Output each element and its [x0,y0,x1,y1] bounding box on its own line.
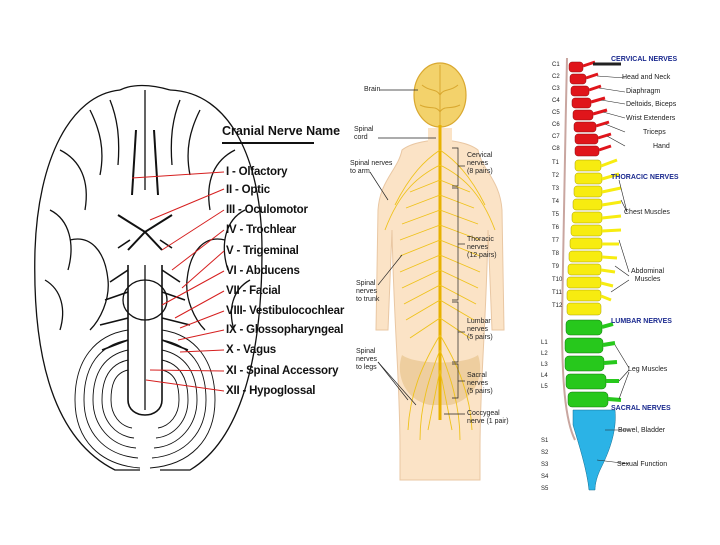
cranial-nerve-label: VIII- Vestibulocochlear [226,305,345,317]
function-leg: Leg Muscles [628,366,668,373]
heading-thoracic: THORACIC NERVES [611,174,679,181]
vertebra-level-t9: T9 [552,264,560,270]
label-brain: Brain [364,86,381,93]
function-deltoids: Deltoids, Biceps [626,101,677,108]
cranial-nerve-label: XII - Hypoglossal [226,385,316,397]
cranial-nerve-label: IV - Trochlear [226,224,297,236]
vertebra-level-t2: T2 [552,173,560,179]
function-triceps: Triceps [643,129,666,136]
label-sacral-nerves: Sacral nerves (5 pairs) [467,372,493,395]
label-spinal-nerves-legs: Spinal nerves to legs [356,348,378,371]
human-back-illustration [369,62,505,481]
label-coccygeal-nerve: Coccygeal nerve (1 pair) [467,410,509,425]
function-chest: Chest Muscles [624,209,670,216]
function-hand: Hand [653,143,670,150]
function-sexual: Sexual Function [617,461,668,468]
cranial-nerve-label: VI - Abducens [226,265,300,277]
vertebra-level-s4: S4 [541,474,549,480]
cranial-nerve-label: VII - Facial [226,285,281,297]
vertebra-level-c5: C5 [552,110,560,116]
label-spinal-cord: Spinal cord [354,126,374,141]
vertebra-level-l3: L3 [541,362,548,368]
vertebra-level-c1: C1 [552,62,560,68]
vertebra-level-c2: C2 [552,74,560,80]
function-diaphragm: Diaphragm [626,88,661,95]
cranial-nerve-label: XI - Spinal Accessory [226,365,339,377]
vertebra-level-c4: C4 [552,98,560,104]
vertebra-level-c7: C7 [552,134,560,140]
vertebra-level-t6: T6 [552,225,560,231]
body-nervous-system-panel: Brain Spinal cord Spinal nerves to arm S… [340,0,540,540]
cranial-nerve-label: I - Olfactory [226,166,288,178]
heading-sacral: SACRAL NERVES [611,405,671,412]
vertebra-level-t10: T10 [552,277,563,283]
label-spinal-nerves-arm: Spinal nerves to arm [350,160,393,175]
vertebra-level-t7: T7 [552,238,560,244]
vertebra-level-s3: S3 [541,462,549,468]
vertebra-level-s5: S5 [541,486,549,492]
cranial-nerve-label: X - Vagus [226,344,276,356]
vertebra-level-l5: L5 [541,384,548,390]
title-underline [222,142,314,144]
cranial-nerve-label: V - Trigeminal [226,245,299,257]
brain-diagram-panel: Cranial Nerve Name I - Olfactory II - Op… [0,0,350,540]
vertebra-level-t1: T1 [552,160,560,166]
heading-lumbar: LUMBAR NERVES [611,318,672,325]
vertebra-level-c8: C8 [552,146,560,152]
function-abdominal: Abdominal Muscles [631,268,665,283]
label-thoracic-nerves: Thoracic nerves (12 pairs) [467,236,497,259]
function-wrist: Wrist Extenders [626,115,676,122]
vertebra-level-t8: T8 [552,251,560,257]
cranial-nerve-label: II - Optic [226,184,271,196]
function-head-neck: Head and Neck [622,74,671,81]
cranial-nerve-label: IX - Glossopharyngeal [226,324,344,336]
vertebra-level-t4: T4 [552,199,560,205]
vertebra-level-t5: T5 [552,212,560,218]
colored-spine-illustration [560,57,631,491]
vertebra-level-t11: T11 [552,290,562,296]
cranial-nerve-title: Cranial Nerve Name [222,124,341,138]
cranial-nerve-label: III - Oculomotor [226,204,308,216]
label-cervical-nerves: Cervical nerves (8 pairs) [467,152,493,175]
vertebra-level-t12: T12 [552,303,563,309]
heading-cervical: CERVICAL NERVES [611,56,678,63]
vertebra-level-t3: T3 [552,186,560,192]
vertebra-level-l4: L4 [541,373,548,379]
vertebra-level-s2: S2 [541,450,549,456]
label-lumbar-nerves: Lumbar nerves (5 pairs) [467,318,493,341]
spine-dermatome-panel [535,0,720,540]
vertebra-level-l1: L1 [541,340,548,346]
label-spinal-nerves-trunk: Spinal nerves to trunk [356,280,380,303]
function-bowel-bladder: Bowel, Bladder [618,427,666,434]
brain-inferior-view [34,84,263,471]
vertebra-level-c6: C6 [552,122,560,128]
vertebra-level-s1: S1 [541,438,549,444]
vertebra-level-c3: C3 [552,86,560,92]
vertebra-level-l2: L2 [541,351,548,357]
